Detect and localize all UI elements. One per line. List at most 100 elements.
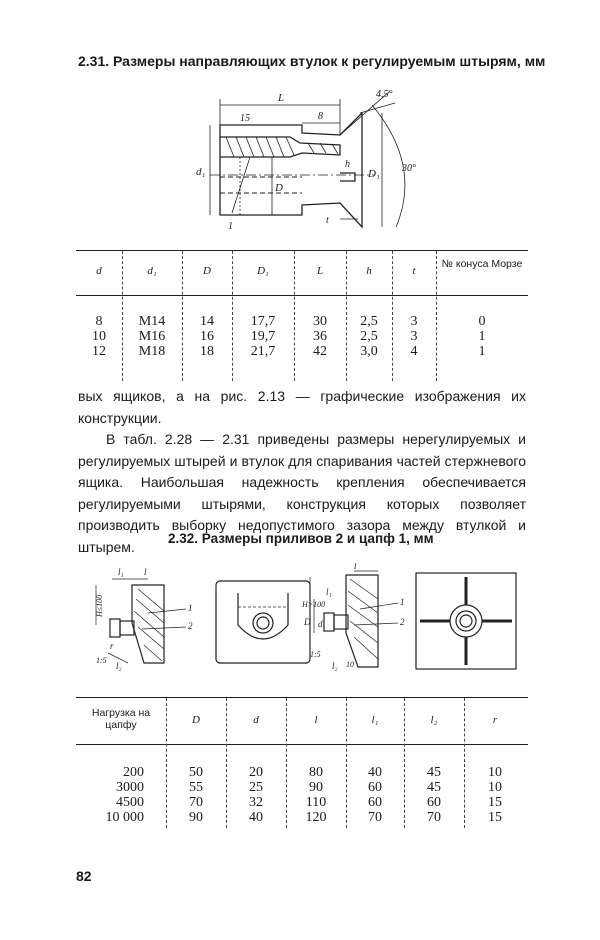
table-column: 40 60 60 70 [346, 765, 404, 825]
table-cell: М14 [138, 314, 166, 329]
table-cell: 90 [309, 780, 323, 795]
table-cell: 4500 [116, 795, 144, 810]
drawing-label: 15 [240, 113, 250, 124]
table-column: 10 10 15 15 [464, 765, 526, 825]
drawing-label: l₂ [116, 661, 122, 671]
table-column: 200 3000 4500 10 000 [78, 765, 145, 825]
column-divider [464, 698, 465, 828]
column-header: t [412, 265, 416, 277]
table-rule [76, 250, 528, 251]
column-header: l₁ [371, 714, 379, 726]
column-header: № конуса Морзе [441, 258, 523, 270]
drawing-label: r [110, 641, 114, 651]
column-header: r [492, 714, 498, 726]
table-column: 14 16 18 [182, 314, 232, 359]
table-column: 3 3 4 [392, 314, 436, 359]
table-cell: 36 [313, 329, 327, 344]
table-column: 50 55 70 90 [166, 765, 226, 825]
table-cell: 50 [189, 765, 203, 780]
column-header: l₂ [430, 714, 438, 726]
drawing-label: l₁ [326, 587, 332, 597]
lug-drawings: l₁ l H≤100 1 2 r 1:5 l₂ l₁ l H>100 D d 1… [95, 563, 517, 671]
paragraph: вых ящиков, а на рис. 2.13 — графические… [78, 388, 526, 426]
drawing-label: d₁ [196, 166, 206, 178]
table-cell: 3 [410, 329, 418, 344]
table-cell: 10 [488, 780, 502, 795]
drawing-label: D₁ [367, 168, 380, 180]
table-column: 17,7 19,7 21,7 [232, 314, 294, 359]
table-cell: 40 [249, 810, 263, 825]
table-cell: 60 [368, 795, 382, 810]
table-cell: 3,0 [360, 344, 378, 359]
table-cell: 120 [305, 810, 327, 825]
drawing-label: 1:5 [310, 650, 321, 659]
drawing-label: l [144, 567, 147, 577]
column-divider [294, 251, 295, 381]
drawing-label: 1 [188, 603, 193, 613]
drawing-label: 4,5° [376, 89, 393, 100]
table-cell: 10 [92, 329, 106, 344]
table-cell: 17,7 [250, 314, 276, 329]
column-divider [226, 698, 227, 828]
table-cell: 80 [309, 765, 323, 780]
table-cell: 60 [427, 795, 441, 810]
table-cell: 16 [200, 329, 214, 344]
drawing-label: 8 [318, 111, 323, 122]
page-number: 82 [76, 868, 92, 884]
bushing-drawing: L 4,5° 15 8 d₁ D h D₁ 30° 1 t [196, 89, 416, 232]
table-cell: 45 [427, 765, 441, 780]
table-cell: 15 [488, 810, 502, 825]
table-cell: 70 [427, 810, 441, 825]
table-cell: 2,5 [360, 329, 378, 344]
table-cell: 32 [249, 795, 263, 810]
column-header: L [316, 265, 324, 277]
table-column: 30 36 42 [294, 314, 346, 359]
column-header: D [192, 714, 200, 726]
table-column: 80 90 110 120 [286, 765, 346, 825]
table-rule [76, 744, 528, 745]
column-divider [346, 251, 347, 381]
table-cell: 45 [427, 780, 441, 795]
column-divider [346, 698, 347, 828]
table-cell: 12 [92, 344, 106, 359]
table-cell: 18 [200, 344, 214, 359]
drawing-label: H≤100 [95, 595, 104, 618]
column-divider [404, 698, 405, 828]
table-cell: 90 [189, 810, 203, 825]
table-column: М14 М16 М18 [122, 314, 182, 359]
column-divider [122, 251, 123, 381]
table-cell: 10 [488, 765, 502, 780]
column-divider [182, 251, 183, 381]
table-cell: 3 [410, 314, 418, 329]
table-cell: 70 [189, 795, 203, 810]
table-column: 45 45 60 70 [404, 765, 464, 825]
drawing-label: t [326, 215, 329, 226]
table-cell: 0 [478, 314, 486, 329]
table-cell: М16 [138, 329, 166, 344]
drawing-label: 30° [401, 163, 416, 174]
drawing-label: D [274, 182, 283, 194]
drawing-label: l₁ [118, 567, 124, 577]
table-cell: 30 [313, 314, 327, 329]
table-cell: 40 [368, 765, 382, 780]
table-cell: 110 [305, 795, 327, 810]
table-cell: 10 000 [105, 810, 145, 825]
column-divider [166, 698, 167, 828]
table-cell: М18 [138, 344, 166, 359]
table-cell: 21,7 [250, 344, 276, 359]
column-header: d [253, 714, 259, 726]
drawing-label: l₂ [332, 661, 338, 671]
column-divider [392, 251, 393, 381]
column-header: D [203, 265, 211, 277]
table-cell: 20 [249, 765, 263, 780]
drawing-label: 1:5 [96, 656, 107, 665]
table-cell: 3000 [116, 780, 144, 795]
table-rule [76, 295, 528, 296]
table-2-31-title: 2.31. Размеры направляющих втулок к регу… [78, 53, 546, 69]
table-column: 8 10 12 [76, 314, 122, 359]
column-header: d₁ [147, 265, 157, 277]
table-cell: 55 [189, 780, 203, 795]
table-cell: 4 [410, 344, 418, 359]
table-2-32-title: 2.32. Размеры приливов 2 и цапф 1, мм [168, 531, 434, 546]
table-cell: 8 [95, 314, 103, 329]
